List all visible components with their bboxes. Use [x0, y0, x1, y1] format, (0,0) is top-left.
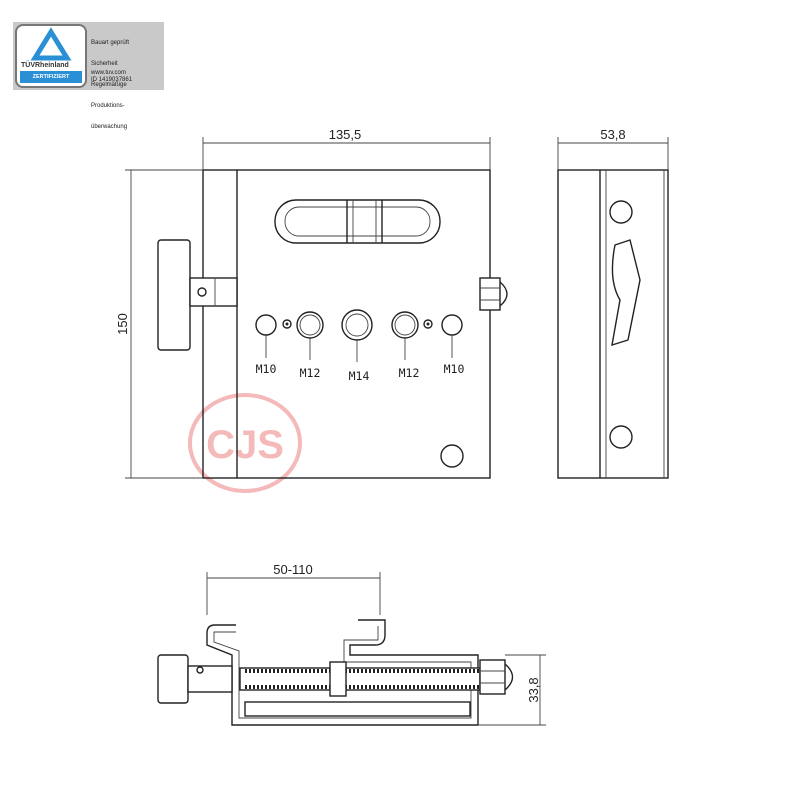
holes [255, 309, 464, 468]
tuv-certification-badge: TÜVRheinland ZERTIFIZIERT Bauart geprüft… [13, 22, 164, 130]
width-dimension: 135,5 [329, 127, 362, 142]
tuv-brand: TÜVRheinland [21, 62, 69, 69]
hole-label-m14: M14 [349, 369, 370, 383]
bottom-view: 50-110 33,8 [157, 562, 546, 726]
hole-label-m12: M12 [300, 366, 321, 380]
tuv-contact: www.tuv.com ID 1419037861 [91, 70, 132, 84]
hole-label-m10: M10 [444, 362, 465, 376]
hole-label-m10: M10 [256, 362, 277, 376]
tuv-text: Bauart geprüft Sicherheit Regelmäßige Pr… [91, 26, 129, 145]
depth-dimension: 53,8 [600, 127, 625, 142]
badge-line: Regelmäßige [91, 82, 127, 88]
tuv-triangle-icon [30, 27, 72, 61]
hole-leaders [265, 335, 453, 362]
nut [479, 277, 508, 311]
profile-height-dimension: 33,8 [526, 677, 541, 702]
handle [157, 239, 238, 351]
badge-line: Sicherheit [91, 61, 118, 67]
front-view: M10 M12 M14 M12 M10 135,5 150 [115, 127, 508, 479]
badge-id: ID 1419037861 [91, 77, 133, 83]
hole-label-m12: M12 [399, 366, 420, 380]
badge-line: Produktions- [91, 103, 125, 109]
badge-line: überwachung [91, 124, 128, 130]
badge-line: Bauart geprüft [91, 40, 130, 46]
tuv-seal: TÜVRheinland ZERTIFIZIERT [15, 24, 87, 88]
range-dimension: 50-110 [273, 562, 313, 577]
watermark-text: CJS [206, 423, 284, 467]
cjs-watermark: CJS [188, 393, 302, 493]
side-view: 53,8 [557, 127, 669, 479]
height-dimension: 150 [115, 313, 130, 335]
badge-website: www.tuv.com [91, 70, 126, 76]
tuv-certified-label: ZERTIFIZIERT [20, 71, 82, 83]
